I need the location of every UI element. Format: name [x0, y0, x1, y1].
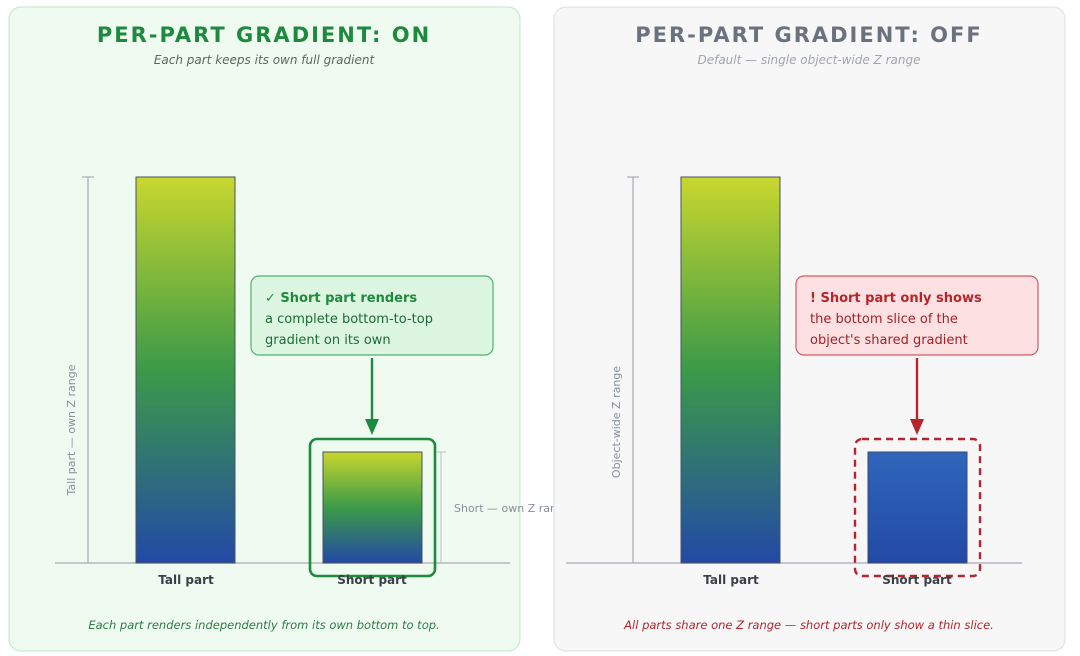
panel-off-footer: All parts share one Z range — short part… [623, 618, 994, 632]
short-part-label-off: Short part [882, 573, 952, 587]
callout-on-line-3: gradient on its own [265, 333, 391, 348]
tall-axis-label: Tall part — own Z range [65, 364, 78, 496]
tall-part-label-on: Tall part [158, 573, 214, 587]
callout-off-line-2: the bottom slice of the [810, 312, 958, 327]
short-part-bar-on [322, 451, 423, 564]
short-part-label-on: Short part [337, 573, 407, 587]
short-part-highlight-off [853, 437, 982, 578]
callout-off [795, 275, 1039, 356]
tall-part-bar-off [680, 176, 781, 564]
object-z-axis [627, 176, 639, 563]
tall-part-bar-on [135, 176, 236, 564]
panel-on-subtitle: Each part keeps its own full gradient [154, 53, 376, 67]
object-axis-label: Object-wide Z range [610, 366, 623, 478]
tall-z-axis [82, 176, 94, 563]
tall-part-label-off: Tall part [703, 573, 759, 587]
short-part-bar-off [867, 451, 968, 564]
short-part-highlight-on [308, 437, 437, 578]
panel-off-title: PER-PART GRADIENT: OFF [635, 23, 982, 47]
callout-on [250, 275, 494, 356]
panel-off-subtitle: Default — single object-wide Z range [697, 53, 920, 67]
callout-on-arrowhead [365, 419, 379, 435]
callout-off-line-3: object's shared gradient [810, 333, 968, 348]
short-z-axis [436, 451, 446, 563]
callout-off-arrowhead [910, 419, 924, 435]
panel-on-footer: Each part renders independently from its… [88, 618, 439, 632]
panel-on-title: PER-PART GRADIENT: ON [97, 23, 431, 47]
short-axis-label: Short — own Z range [454, 502, 571, 515]
callout-off-line-1: ! Short part only shows [810, 291, 982, 306]
callout-on-line-2: a complete bottom-to-top [265, 312, 433, 327]
callout-on-line-1: ✓ Short part renders [265, 291, 417, 306]
